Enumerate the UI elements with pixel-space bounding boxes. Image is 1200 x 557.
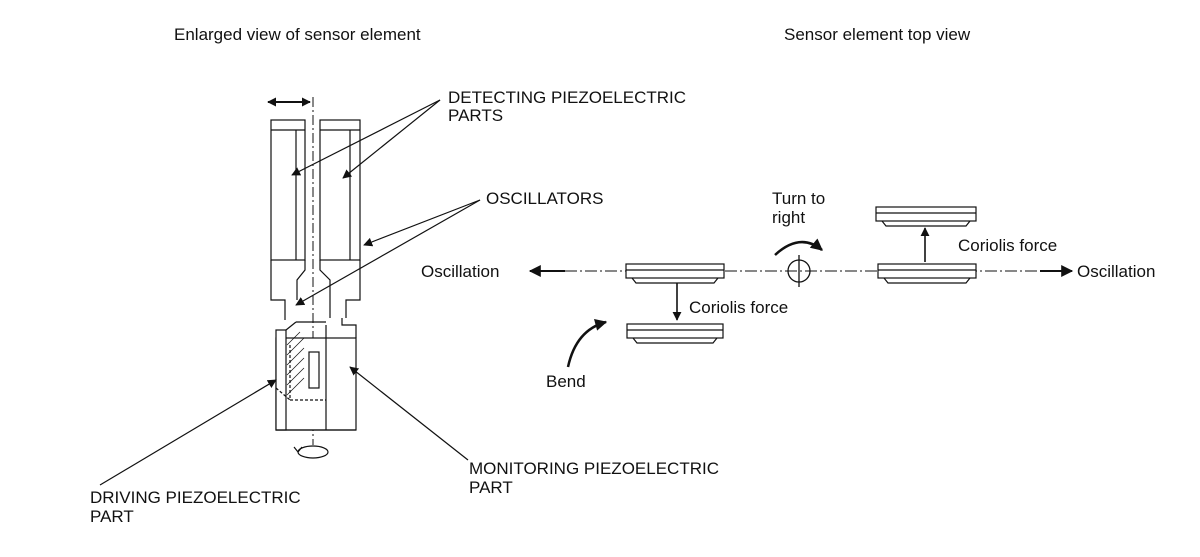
coriolis-label-left: Coriolis force [689,298,788,317]
left-view-title: Enlarged view of sensor element [174,25,421,44]
leader-oscillator-top [363,199,481,247]
driving-label-line1: DRIVING PIEZOELECTRIC [90,488,301,507]
detecting-label-line2: PARTS [448,106,503,125]
detecting-label-line1: DETECTING PIEZOELECTRIC [448,88,686,107]
driving-label-line2: PART [90,507,134,526]
sensor-element [270,97,361,445]
oscillators-label: OSCILLATORS [486,189,603,208]
turn-right-arrow [774,238,823,256]
leader-driving [99,379,277,486]
right-plate-displaced [875,206,977,227]
right-view-title: Sensor element top view [784,25,971,44]
rotation-center-icon [787,255,811,287]
turn-label-line1: Turn to [772,189,825,208]
monitoring-label-line2: PART [469,478,513,497]
coriolis-label-right: Coriolis force [958,236,1057,255]
leader-monitoring [349,366,469,461]
left-leader-lines [99,99,481,486]
rotation-icon [293,445,329,459]
bend-label: Bend [546,372,586,391]
monitoring-label-line1: MONITORING PIEZOELECTRIC [469,459,719,478]
left-plate-displaced [626,323,724,344]
turn-label-line2: right [772,208,805,227]
left-tine [270,119,306,320]
leader-oscillator-bottom [295,199,481,306]
leader-detecting-right [342,99,441,179]
left-plate [625,263,725,284]
base-block [275,321,357,431]
oscillation-label-right: Oscillation [1077,262,1155,281]
right-plate [877,263,977,284]
bend-arrow [566,318,608,368]
driving-hatching [286,331,305,396]
oscillation-label-left: Oscillation [421,262,499,281]
right-tine [319,119,361,338]
leader-detecting-left [291,99,441,176]
